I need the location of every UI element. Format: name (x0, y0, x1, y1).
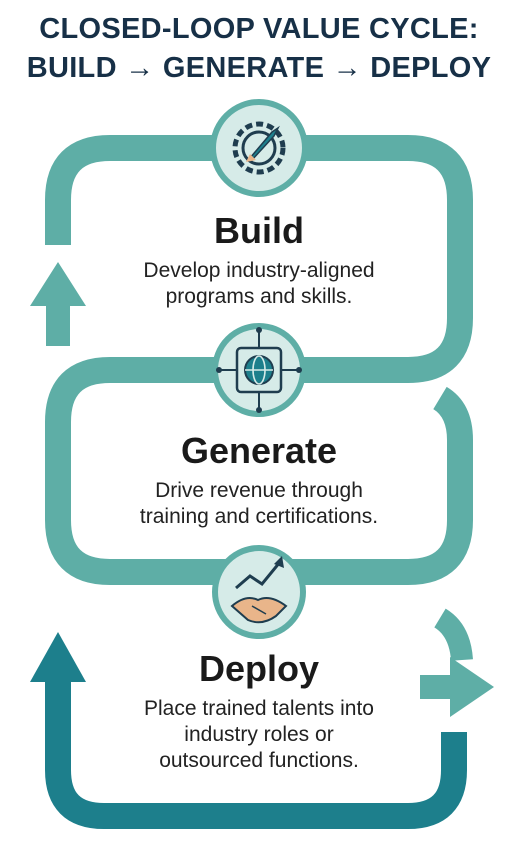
title-line-1: CLOSED-LOOP VALUE CYCLE: (39, 13, 479, 45)
stage-deploy-description-line-3: outsourced functions. (159, 749, 359, 772)
stage-generate-description-line-2: training and certifications. (139, 505, 379, 528)
deploy-up-arrow-head (30, 632, 86, 682)
deploy-loop-path (45, 668, 467, 829)
build-loop-path (45, 135, 473, 383)
rocket-gear-icon (210, 99, 308, 197)
build-arrow-head (30, 262, 86, 306)
stage-build-name: Build (214, 210, 304, 251)
build-arrow-shaft (46, 300, 70, 346)
title-line-2: BUILD → GENERATE → DEPLOY (26, 52, 492, 84)
stage-deploy-description-line-2: industry roles or (184, 723, 334, 746)
stage-generate: Generate Drive revenue through training … (0, 430, 518, 530)
stage-deploy-name: Deploy (198, 648, 320, 689)
diagram-title: CLOSED-LOOP VALUE CYCLE: BUILD → GENERAT… (0, 10, 518, 88)
handshake-growth-icon (212, 545, 306, 639)
stage-build: Build Develop industry-aligned programs … (0, 210, 518, 310)
circuit-globe-icon (212, 323, 306, 417)
generate-tail (433, 608, 473, 662)
stage-generate-description: Drive revenue through training and certi… (0, 478, 518, 530)
stage-deploy-description: Place trained talents into industry role… (0, 696, 518, 774)
stage-build-description-line-1: Develop industry-aligned (143, 259, 375, 282)
stage-generate-name: Generate (180, 430, 338, 471)
stage-deploy-description-line-1: Place trained talents into (144, 697, 374, 720)
deploy-right-arrow-head (450, 657, 494, 717)
stage-build-description-line-2: programs and skills. (165, 285, 353, 308)
generate-loop-path (45, 357, 473, 585)
stage-generate-description-line-1: Drive revenue through (155, 479, 363, 502)
stage-build-description: Develop industry-aligned programs and sk… (0, 258, 518, 310)
stage-deploy: Deploy Place trained talents into indust… (0, 648, 518, 774)
